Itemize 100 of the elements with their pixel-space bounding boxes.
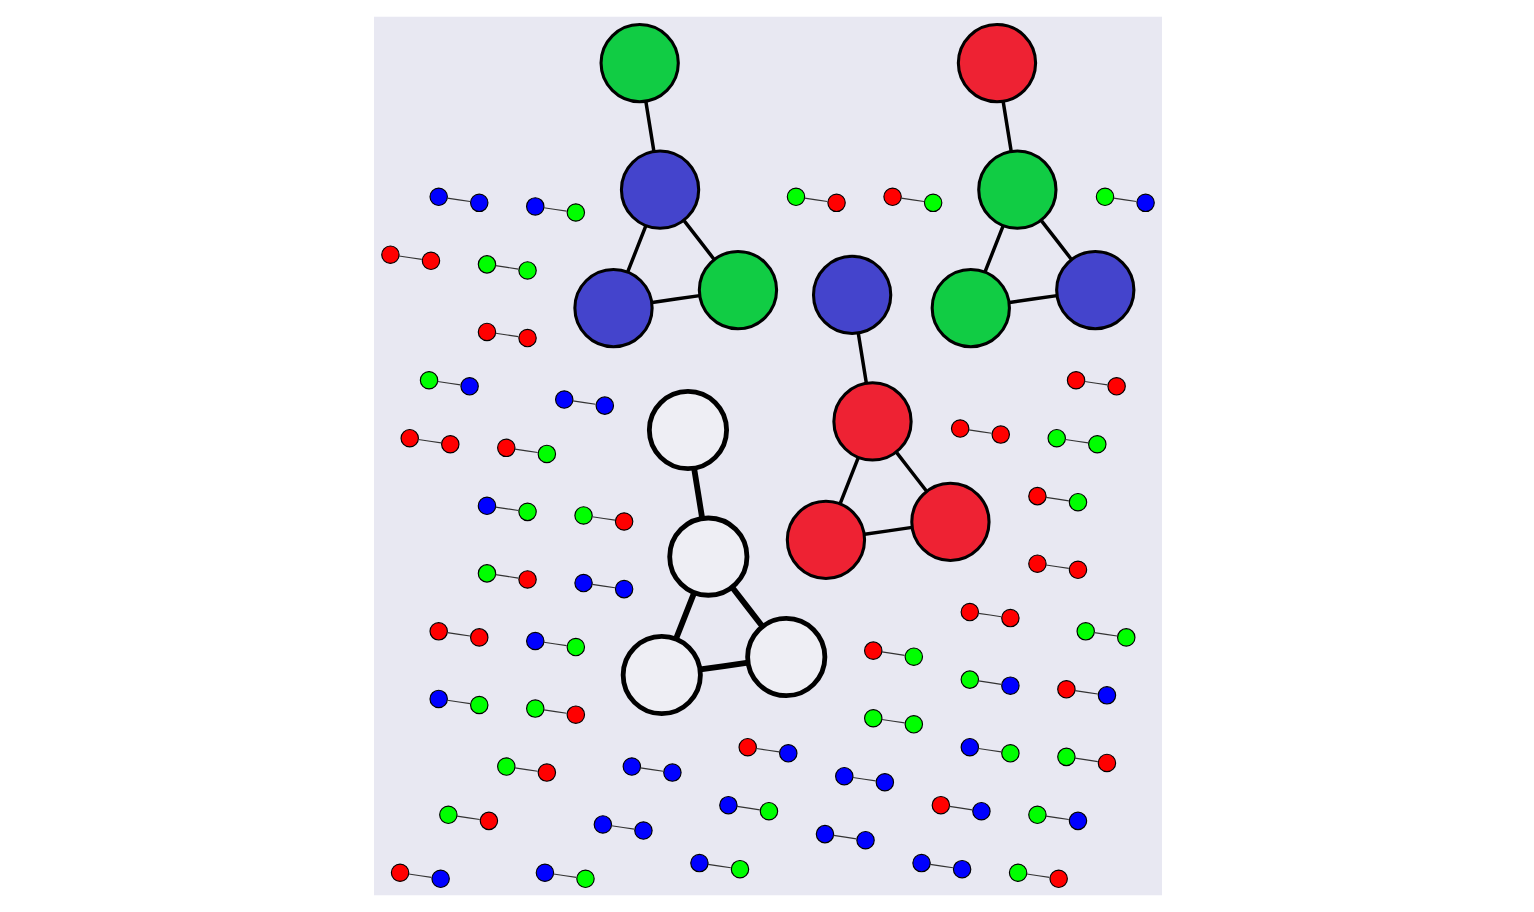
node-circle: [420, 251, 440, 271]
node-circle: [573, 506, 592, 525]
node-circle: [438, 805, 457, 825]
node-circle: [911, 853, 930, 873]
node-circle: [594, 396, 614, 415]
node-circle: [598, 22, 679, 104]
node-circle: [525, 699, 544, 718]
connector: [638, 767, 663, 772]
connector: [1044, 564, 1069, 569]
connector: [551, 873, 576, 879]
node-circle: [476, 496, 496, 516]
connector: [894, 451, 927, 493]
connector: [590, 516, 615, 521]
node-circle: [922, 193, 942, 213]
node-circle: [863, 708, 882, 728]
node-circle: [874, 772, 894, 792]
node-circle: [476, 564, 496, 583]
connector: [494, 265, 518, 270]
node-circle: [517, 261, 536, 280]
connector: [494, 574, 518, 579]
node-circle: [831, 381, 912, 462]
node-circle: [1027, 805, 1046, 825]
connector: [542, 709, 567, 714]
node-circle: [573, 573, 592, 593]
node-circle: [951, 859, 971, 879]
node-circle: [428, 187, 447, 207]
node-circle: [1094, 187, 1114, 207]
node-circle: [565, 705, 585, 724]
connector: [681, 219, 715, 261]
node-circle: [1046, 428, 1065, 448]
connector: [650, 293, 699, 305]
node-circle: [476, 255, 496, 274]
node-circle: [863, 641, 882, 660]
connector: [1025, 873, 1050, 879]
node-circle: [618, 149, 700, 230]
node-circle: [990, 425, 1009, 444]
node-circle: [1000, 744, 1019, 763]
connector: [436, 380, 461, 386]
node-circle: [826, 193, 845, 213]
node-circle: [517, 502, 536, 522]
connector: [899, 197, 924, 203]
node-circle: [1007, 863, 1027, 883]
node-circle: [380, 245, 399, 264]
node-circle: [1048, 869, 1067, 889]
node-circle: [1075, 622, 1094, 641]
node-circle: [696, 249, 778, 331]
node-circle: [496, 438, 515, 458]
node-circle: [903, 715, 923, 734]
connector: [735, 805, 760, 811]
node-circle: [959, 670, 979, 689]
node-circle: [536, 763, 556, 782]
connector: [643, 101, 655, 152]
node-circle: [778, 744, 797, 763]
connector: [494, 506, 518, 512]
node-circle: [428, 689, 447, 709]
connector: [672, 591, 696, 640]
node-circle: [971, 801, 990, 821]
node-circle: [737, 737, 756, 757]
connector: [729, 586, 764, 629]
connector: [571, 400, 596, 405]
node-circle: [758, 801, 778, 821]
node-circle: [565, 637, 585, 657]
connector: [407, 873, 432, 879]
node-circle: [553, 390, 573, 409]
node-circle: [689, 853, 708, 873]
node-circle: [478, 811, 498, 831]
node-circle: [469, 695, 488, 715]
node-circle: [929, 267, 1010, 349]
node-circle: [955, 22, 1037, 104]
node-circle: [1056, 680, 1075, 699]
connector: [1092, 632, 1117, 637]
connector: [690, 468, 704, 519]
node-circle: [613, 579, 633, 599]
connector: [1073, 757, 1098, 763]
node-circle: [810, 254, 892, 336]
connector: [1044, 496, 1069, 502]
node-circle: [1096, 686, 1116, 705]
connector: [1112, 197, 1136, 203]
connector: [947, 805, 972, 811]
node-circle: [592, 815, 612, 834]
node-circle: [496, 757, 515, 776]
connector: [1083, 380, 1108, 386]
connector: [455, 815, 480, 821]
node-circle: [534, 863, 554, 883]
connector: [1039, 219, 1072, 261]
node-circle: [476, 322, 496, 342]
connector: [445, 699, 470, 705]
connector: [625, 225, 647, 273]
connector: [1073, 690, 1098, 695]
connector: [976, 747, 1001, 753]
connector: [445, 197, 470, 203]
node-circle: [729, 859, 749, 879]
node-circle: [903, 647, 923, 666]
node-circle: [1135, 193, 1154, 213]
node-circle: [1067, 492, 1087, 512]
node-circle: [1000, 608, 1019, 628]
connector: [706, 863, 731, 869]
node-circle: [949, 419, 969, 438]
node-circle: [389, 863, 409, 883]
connector: [754, 747, 779, 753]
